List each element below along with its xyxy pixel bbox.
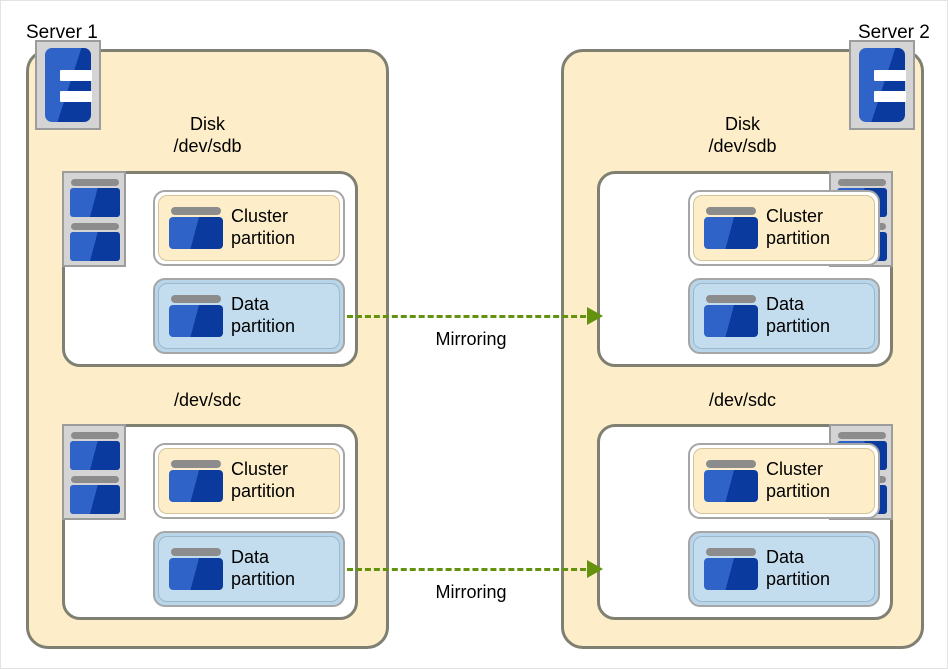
server-tower-shape [859, 48, 906, 122]
partition-inner: Data partition [693, 283, 875, 349]
disk-unit-2 [70, 476, 120, 514]
disk-box-sdb: Cluster partition Data partition [597, 171, 893, 367]
disk-body [169, 305, 223, 337]
disk-box-sdc: Cluster partition Data partition [597, 424, 893, 620]
disk-cap [838, 432, 886, 439]
server-1-caption: Server 1 [26, 22, 98, 43]
server-2-box: Disk /dev/sdb Cluster parti [561, 40, 924, 649]
partition-inner: Cluster partition [693, 448, 875, 514]
disk-body [70, 485, 120, 514]
partition-data[interactable]: Data partition [153, 531, 345, 607]
disk-body [169, 470, 223, 502]
partition-disk-icon [704, 548, 758, 590]
disk-body [704, 558, 758, 590]
mirroring-label-sdc: Mirroring [435, 582, 507, 602]
disk-body [70, 188, 120, 217]
server-icon [849, 40, 915, 130]
partition-inner: Cluster partition [158, 448, 340, 514]
partition-label: Data partition [231, 547, 296, 589]
disk-cap [706, 460, 756, 468]
server-icon [35, 40, 101, 130]
server-2-caption: Server 2 [858, 22, 930, 43]
partition-disk-icon [169, 207, 223, 249]
server-1-box: Disk /dev/sdb Cluster parti [26, 40, 389, 649]
disk-body [704, 470, 758, 502]
stacked-disks-icon [62, 171, 126, 267]
mirroring-arrow-icon [587, 307, 603, 325]
partition-disk-icon [704, 295, 758, 337]
disk-unit-1 [70, 179, 120, 217]
disk-body [70, 232, 120, 261]
partition-cluster[interactable]: Cluster partition [153, 190, 345, 266]
partition-cluster[interactable]: Cluster partition [153, 443, 345, 519]
disk-cap [706, 548, 756, 556]
partition-cluster[interactable]: Cluster partition [688, 190, 880, 266]
partition-label: Data partition [231, 294, 296, 336]
partition-inner: Data partition [158, 536, 340, 602]
disk-cap [71, 179, 119, 186]
partition-inner: Cluster partition [693, 195, 875, 261]
disk-cap [706, 295, 756, 303]
partition-inner: Data partition [693, 536, 875, 602]
disk-cap [171, 460, 221, 468]
server-icon-bar-2 [60, 91, 92, 102]
partition-disk-icon [169, 295, 223, 337]
partition-label: Data partition [766, 294, 831, 336]
disk-unit-1 [70, 432, 120, 470]
disk-body [704, 305, 758, 337]
partition-label: Cluster partition [766, 459, 831, 501]
disk-box-sdb: Cluster partition Data partition [62, 171, 358, 367]
partition-disk-icon [169, 548, 223, 590]
partition-inner: Cluster partition [158, 195, 340, 261]
disk-cap [838, 179, 886, 186]
server-tower-shape [45, 48, 92, 122]
mirroring-line-sdc [347, 568, 595, 571]
disk-cap [171, 295, 221, 303]
disk-body [704, 217, 758, 249]
server-icon-bar-1 [874, 70, 906, 81]
disk-body [169, 217, 223, 249]
mirroring-arrow-icon [587, 560, 603, 578]
server-icon-bar-2 [874, 91, 906, 102]
disk-cap [71, 476, 119, 483]
server-icon-bar-1 [60, 70, 92, 81]
stacked-disks-icon [62, 424, 126, 520]
partition-disk-icon [704, 207, 758, 249]
partition-data[interactable]: Data partition [688, 531, 880, 607]
partition-label: Cluster partition [231, 206, 296, 248]
partition-disk-icon [704, 460, 758, 502]
partition-inner: Data partition [158, 283, 340, 349]
disk-cap [71, 223, 119, 230]
partition-data[interactable]: Data partition [688, 278, 880, 354]
disk-box-sdc: Cluster partition Data partition [62, 424, 358, 620]
mirroring-label-sdb: Mirroring [435, 329, 507, 349]
partition-label: Data partition [766, 547, 831, 589]
mirroring-line-sdb [347, 315, 595, 318]
disk-cap [706, 207, 756, 215]
disk-label-sdc: /dev/sdc [708, 390, 777, 410]
partition-disk-icon [169, 460, 223, 502]
partition-data[interactable]: Data partition [153, 278, 345, 354]
disk-unit-2 [70, 223, 120, 261]
disk-body [70, 441, 120, 470]
disk-cap [71, 432, 119, 439]
partition-label: Cluster partition [766, 206, 831, 248]
disk-label-sdc: /dev/sdc [173, 390, 242, 410]
partition-label: Cluster partition [231, 459, 296, 501]
disk-body [169, 558, 223, 590]
disk-cap [171, 207, 221, 215]
disk-cap [171, 548, 221, 556]
partition-cluster[interactable]: Cluster partition [688, 443, 880, 519]
